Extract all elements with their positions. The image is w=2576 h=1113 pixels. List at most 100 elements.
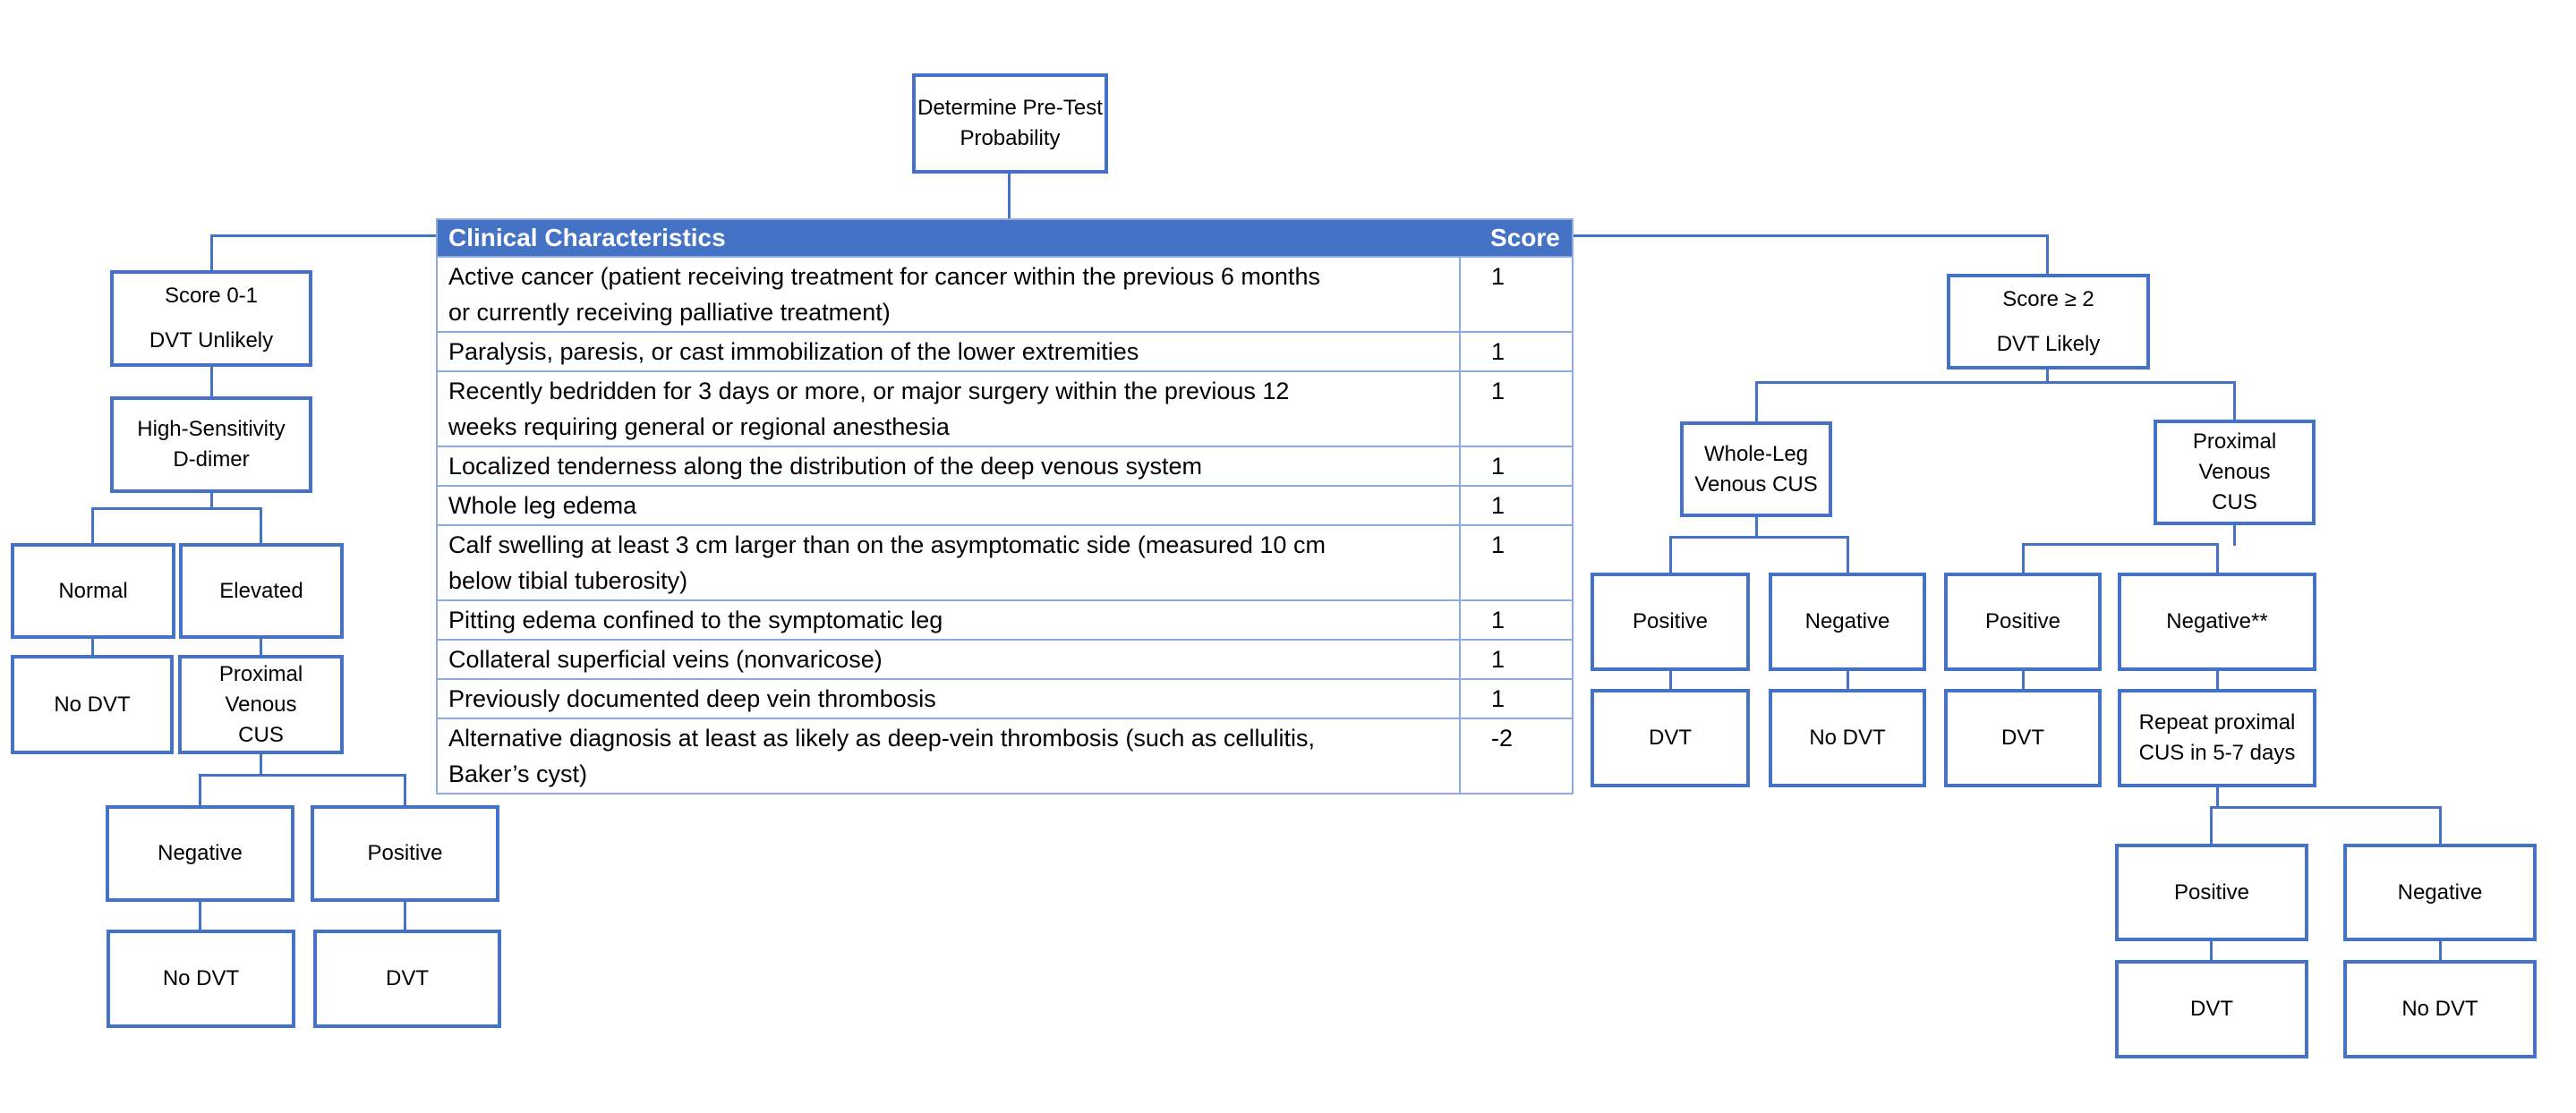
node-negative-proximal-label: Negative** xyxy=(2166,609,2268,633)
node-positive-proximal-label: Positive xyxy=(1984,609,2061,633)
node-dvt-left: DVT xyxy=(313,930,501,1028)
criterion-text: Localized tenderness along the distribut… xyxy=(437,446,1461,486)
table-row: Paralysis, paresis, or cast immobilizati… xyxy=(437,331,1573,371)
connector xyxy=(199,774,201,805)
criterion-score: 1 xyxy=(1459,446,1573,486)
node-positive-wholeleg: Positive xyxy=(1591,573,1750,671)
node-proximal-venous-cus-right-label: Proximal Venous CUS xyxy=(2192,429,2277,514)
connector xyxy=(2233,525,2236,546)
criterion-score: 1 xyxy=(1459,331,1573,371)
connector xyxy=(210,367,213,396)
node-repeat-proximal-cus: Repeat proximal CUS in 5-7 days xyxy=(2118,689,2316,787)
connector xyxy=(1669,671,1672,689)
criterion-score: -2 xyxy=(1459,718,1573,794)
connector xyxy=(1669,536,1672,573)
node-positive-proximal: Positive xyxy=(1944,573,2102,671)
connector xyxy=(2022,543,2219,546)
node-negative-wholeleg-label: Negative xyxy=(1804,609,1890,633)
node-dvt-repeat-label: DVT xyxy=(2190,997,2233,1021)
criterion-text: Active cancer (patient receiving treatme… xyxy=(437,256,1461,332)
connector xyxy=(2216,671,2219,689)
connector xyxy=(91,507,262,510)
node-no-dvt-wholeleg-label: No DVT xyxy=(1809,726,1886,750)
node-repeat-proximal-cus-label: Repeat proximal CUS in 5-7 days xyxy=(2138,710,2296,765)
node-negative-wholeleg: Negative xyxy=(1769,573,1926,671)
node-negative-left-label: Negative xyxy=(158,841,243,865)
connector xyxy=(2439,806,2442,844)
connector xyxy=(1008,174,1011,220)
criterion-text: Previously documented deep vein thrombos… xyxy=(437,678,1461,718)
connector xyxy=(1847,536,1849,573)
node-positive-left: Positive xyxy=(311,805,499,902)
connector xyxy=(260,754,262,777)
criterion-text: Whole leg edema xyxy=(437,485,1461,525)
connector xyxy=(91,639,94,655)
connector xyxy=(2439,941,2442,960)
connector xyxy=(1847,671,1849,689)
connector xyxy=(91,507,94,543)
node-determine-pretest-probability-label: Determine Pre-Test Probability xyxy=(917,96,1103,150)
node-proximal-venous-cus-right: Proximal Venous CUS xyxy=(2154,420,2316,525)
node-dvt-wholeleg: DVT xyxy=(1591,689,1750,787)
node-negative-repeat-label: Negative xyxy=(2397,879,2483,905)
node-proximal-venous-cus-left-label: Proximal Venous CUS xyxy=(218,661,303,747)
table-row: Localized tenderness along the distribut… xyxy=(437,446,1573,486)
table-row: Pitting edema confined to the symptomati… xyxy=(437,599,1573,640)
node-whole-leg-venous-cus: Whole-Leg Venous CUS xyxy=(1680,421,1832,517)
connector xyxy=(404,902,406,930)
connector xyxy=(260,507,262,543)
node-positive-repeat: Positive xyxy=(2115,844,2308,941)
node-dvt-left-label: DVT xyxy=(386,966,429,990)
criterion-score: 1 xyxy=(1459,485,1573,525)
table-row: Active cancer (patient receiving treatme… xyxy=(437,256,1573,332)
connector xyxy=(199,774,406,777)
criterion-score: 1 xyxy=(1459,256,1573,332)
node-no-dvt-normal-label: No DVT xyxy=(54,692,131,717)
criterion-text: Pitting edema confined to the symptomati… xyxy=(437,599,1461,640)
criterion-text: Recently bedridden for 3 days or more, o… xyxy=(437,370,1461,446)
node-whole-leg-venous-cus-label: Whole-Leg Venous CUS xyxy=(1694,441,1818,497)
connector xyxy=(1669,536,1848,539)
node-proximal-venous-cus-left: Proximal Venous CUS xyxy=(178,655,344,754)
node-dvt-proximal: DVT xyxy=(1944,689,2102,787)
node-determine-pretest-probability: Determine Pre-Test Probability xyxy=(912,73,1108,174)
connector xyxy=(2046,234,2049,274)
connector xyxy=(1755,517,1758,539)
connector xyxy=(212,234,436,237)
node-normal-label: Normal xyxy=(58,578,128,603)
connector xyxy=(2216,787,2219,809)
connector xyxy=(199,902,201,930)
node-high-sensitivity-d-dimer-label: High-Sensitivity D-dimer xyxy=(137,417,286,472)
node-score-ge-2-dvt-likely-label: Score ≥ 2 DVT Likely xyxy=(1996,286,2101,356)
column-header-clinical-characteristics: Clinical Characteristics xyxy=(437,219,1461,257)
criterion-score: 1 xyxy=(1459,370,1573,446)
connector xyxy=(2210,806,2213,844)
table-header-row: Clinical Characteristics Score xyxy=(437,219,1573,257)
criterion-score: 1 xyxy=(1459,678,1573,718)
table-row: Recently bedridden for 3 days or more, o… xyxy=(437,370,1573,446)
node-elevated-label: Elevated xyxy=(219,578,303,603)
node-no-dvt-normal: No DVT xyxy=(11,655,174,754)
criterion-text: Alternative diagnosis at least as likely… xyxy=(437,718,1461,794)
node-dvt-repeat: DVT xyxy=(2115,960,2308,1058)
table-row: Alternative diagnosis at least as likely… xyxy=(437,718,1573,794)
node-score-0-1-dvt-unlikely-label: Score 0-1 DVT Unlikely xyxy=(149,284,274,353)
criterion-score: 1 xyxy=(1459,524,1573,600)
node-no-dvt-repeat: No DVT xyxy=(2343,960,2537,1058)
connector xyxy=(2216,543,2219,573)
connector xyxy=(2233,381,2236,420)
node-no-dvt-left: No DVT xyxy=(107,930,295,1028)
connector xyxy=(1755,381,1758,421)
node-normal: Normal xyxy=(11,543,175,639)
node-positive-left-label: Positive xyxy=(367,841,443,865)
connector xyxy=(2210,941,2213,960)
node-score-0-1-dvt-unlikely: Score 0-1 DVT Unlikely xyxy=(110,270,312,367)
node-no-dvt-wholeleg: No DVT xyxy=(1769,689,1926,787)
node-negative-proximal: Negative** xyxy=(2118,573,2316,671)
wells-score-table: Clinical Characteristics Score Active ca… xyxy=(436,218,1574,794)
criterion-text: Collateral superficial veins (nonvaricos… xyxy=(437,639,1461,679)
node-positive-repeat-label: Positive xyxy=(2173,879,2250,905)
column-header-score: Score xyxy=(1460,219,1573,257)
criterion-score: 1 xyxy=(1459,599,1573,640)
